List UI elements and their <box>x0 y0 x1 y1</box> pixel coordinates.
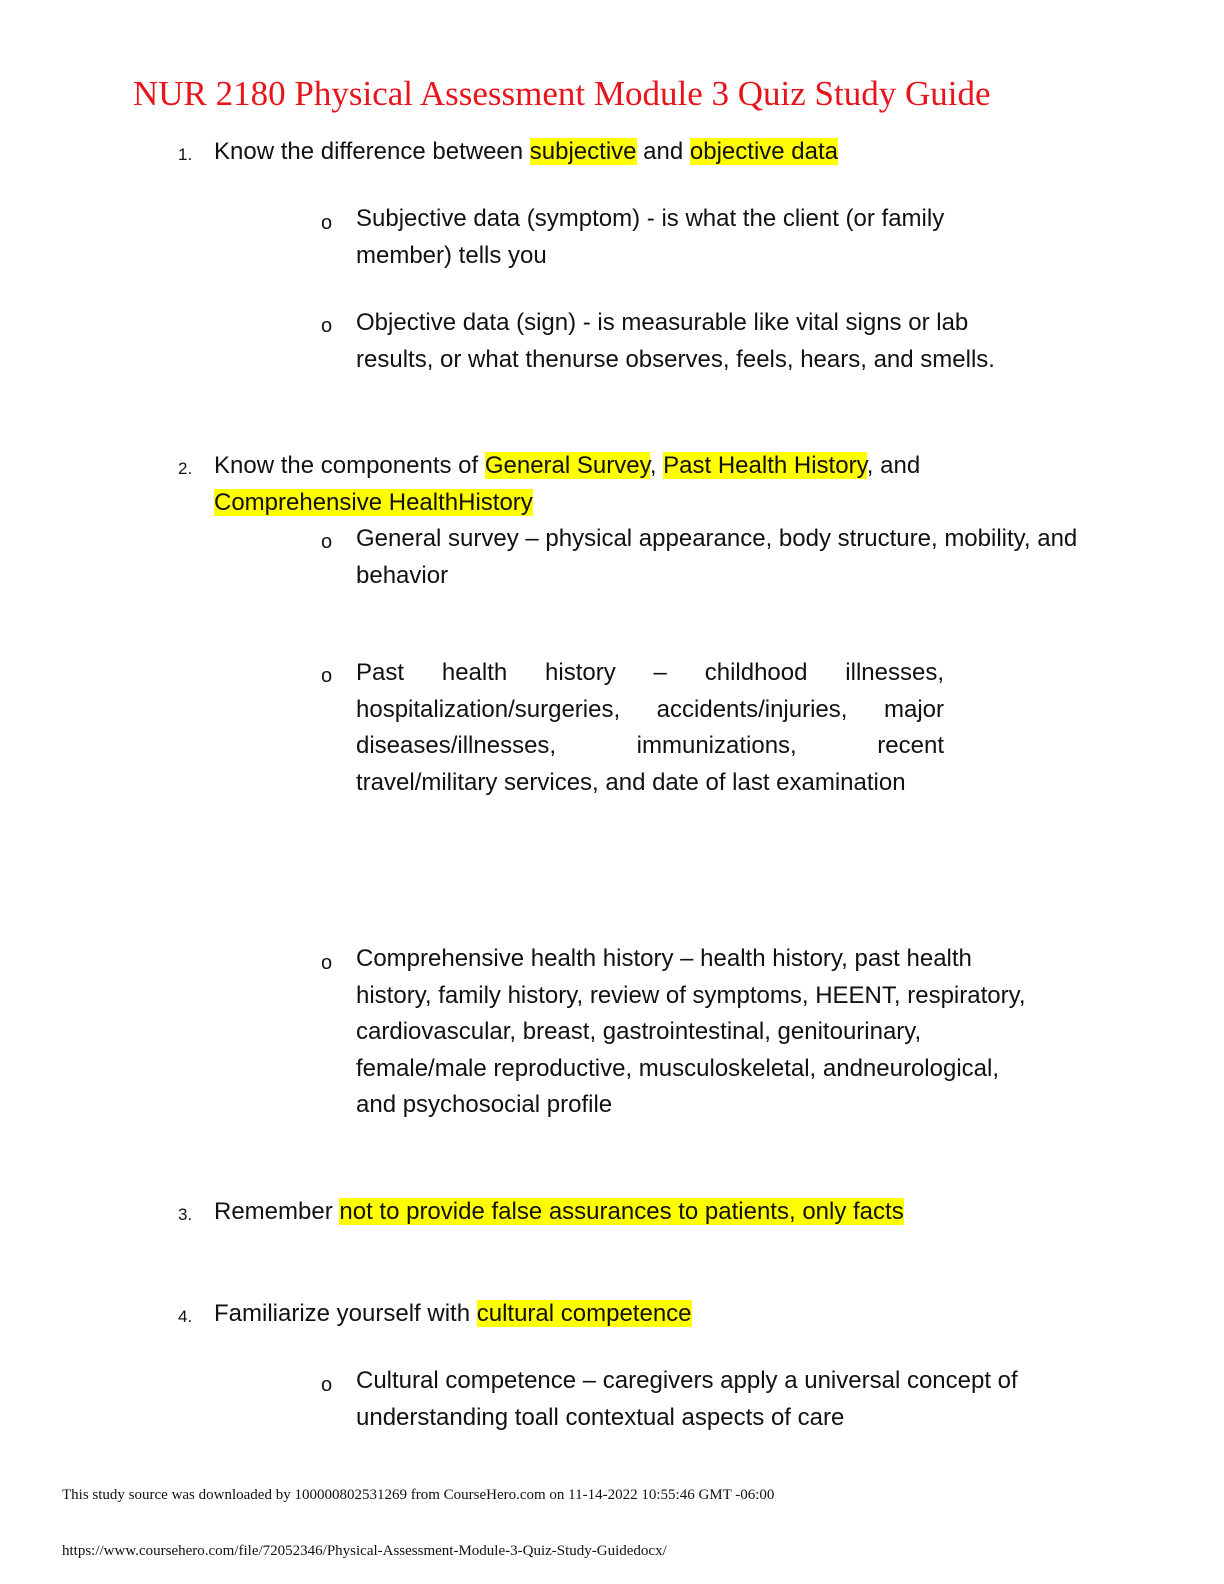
list-item-2: Know the components of General Survey, P… <box>214 447 920 484</box>
highlight-subjective: subjective <box>529 138 637 165</box>
sub-item-objective-data: Objective data (sign) - is measurable li… <box>356 309 995 373</box>
list-item-text: , <box>649 452 664 479</box>
list-item-text: Familiarize yourself with <box>214 1300 477 1327</box>
sub-item-cultural-competence: Cultural competence – caregivers apply a… <box>356 1367 1018 1431</box>
list-item-4: Familiarize yourself with cultural compe… <box>214 1295 692 1332</box>
bullet-icon: o <box>321 212 333 234</box>
list-number-4: 4. <box>178 1307 193 1326</box>
list-item-text: Know the difference between <box>214 138 530 165</box>
highlight-objective-data: objective data <box>689 138 839 165</box>
list-item-text: Know the components of <box>214 452 485 479</box>
list-number-2: 2. <box>178 459 193 478</box>
list-item-3: Remember not to provide false assurances… <box>214 1193 904 1230</box>
highlight-comprehensive-health-history: Comprehensive HealthHistory <box>214 489 533 516</box>
bullet-icon: o <box>321 665 333 687</box>
list-item-text: and <box>636 138 690 165</box>
highlight-false-assurances: not to provide false assurances to patie… <box>339 1198 904 1225</box>
bullet-icon: o <box>321 952 333 974</box>
highlight-general-survey: General Survey <box>484 452 650 479</box>
footer-url[interactable]: https://www.coursehero.com/file/72052346… <box>62 1543 667 1559</box>
bullet-icon: o <box>321 1374 333 1396</box>
bullet-icon: o <box>321 531 333 553</box>
sub-item-past-health-history: Past health history – childhood illnesse… <box>356 659 944 796</box>
list-item-text: , and <box>866 452 921 479</box>
page-title: NUR 2180 Physical Assessment Module 3 Qu… <box>133 74 991 113</box>
list-number-1: 1. <box>178 145 193 164</box>
list-number-3: 3. <box>178 1205 193 1224</box>
sub-item-comprehensive-health-history: Comprehensive health history – health hi… <box>356 945 1026 1118</box>
highlight-cultural-competence: cultural competence <box>476 1300 692 1327</box>
list-item-2-continued: Comprehensive HealthHistory <box>214 484 533 521</box>
bullet-icon: o <box>321 315 333 337</box>
sub-item-general-survey: General survey – physical appearance, bo… <box>356 525 1078 589</box>
footer-source-note: This study source was downloaded by 1000… <box>62 1487 775 1503</box>
list-item-text: Remember <box>214 1198 340 1225</box>
highlight-past-health-history: Past Health History <box>663 452 867 479</box>
list-item-1: Know the difference between subjective a… <box>214 133 839 170</box>
sub-item-subjective-data: Subjective data (symptom) - is what the … <box>356 205 945 269</box>
